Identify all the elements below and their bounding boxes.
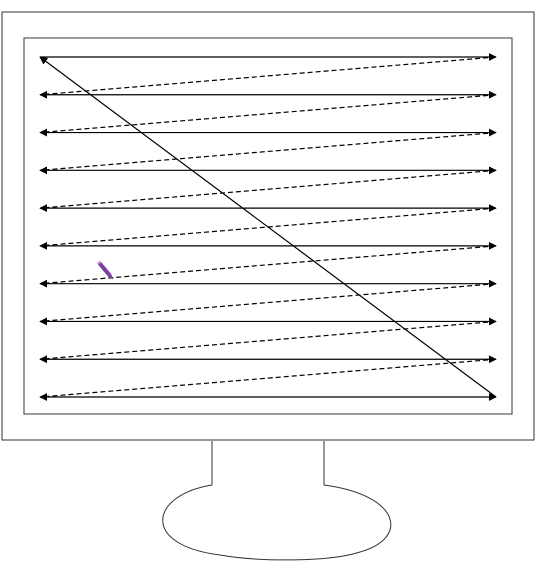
horizontal-retrace-line bbox=[39, 320, 497, 360]
monitor-neck bbox=[211, 441, 325, 485]
pencil-icon bbox=[96, 260, 114, 280]
horizontal-retrace-line bbox=[39, 56, 497, 96]
monitor-base bbox=[162, 484, 392, 561]
horizontal-retrace-line bbox=[39, 283, 497, 323]
horizontal-retrace-line bbox=[39, 94, 497, 134]
horizontal-retrace-line bbox=[39, 358, 497, 398]
vertical-retrace-line bbox=[39, 56, 497, 398]
horizontal-retrace-line bbox=[39, 245, 497, 285]
horizontal-retrace-line bbox=[39, 169, 497, 209]
scan-lines-group bbox=[39, 53, 497, 401]
horizontal-retrace-line bbox=[39, 131, 497, 171]
